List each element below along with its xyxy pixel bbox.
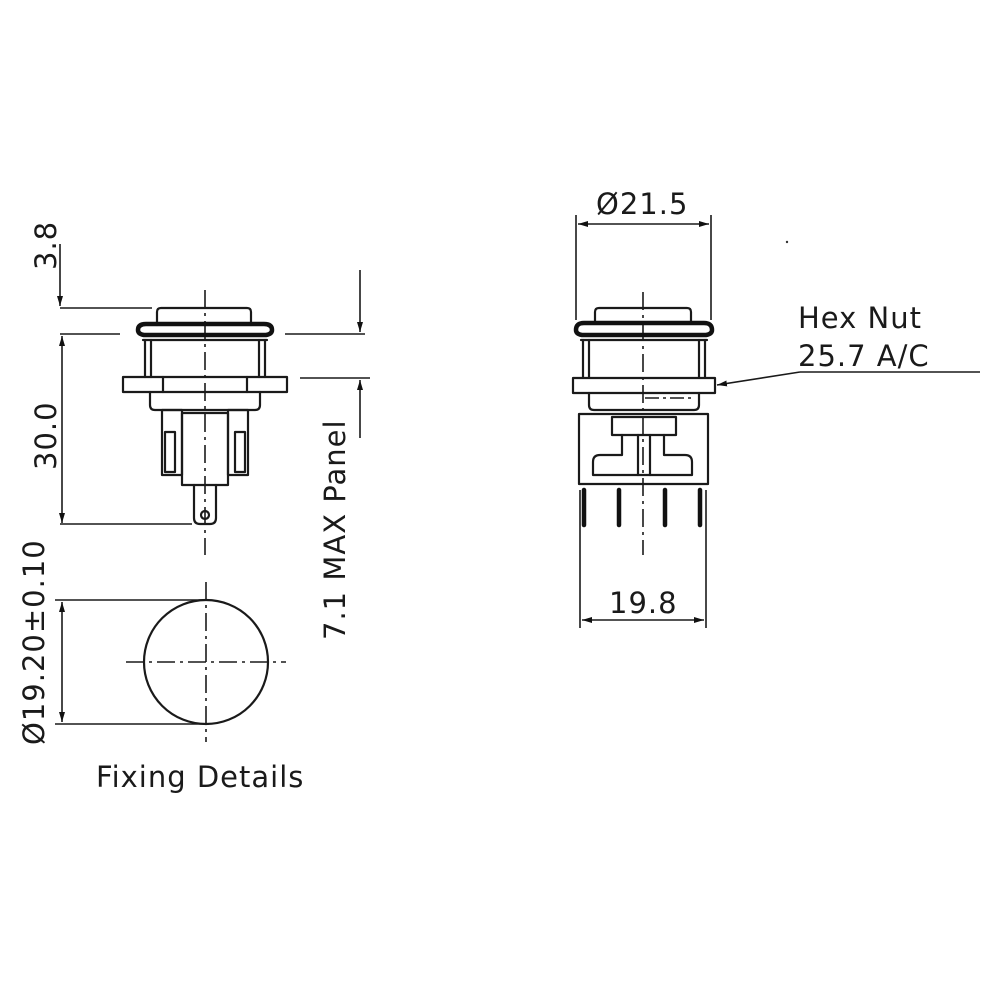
hex-nut-label: Hex Nut (798, 301, 922, 335)
dim-label-hole-diameter: Ø19.20±0.10 (17, 539, 51, 745)
dim-label-30-0: 30.0 (29, 401, 63, 470)
dim-label-panel: 7.1 MAX Panel (318, 419, 352, 640)
hex-nut-size-label: 25.7 A/C (798, 339, 930, 373)
fixing-details-caption: Fixing Details (96, 760, 304, 794)
dim-label-body-width: 19.8 (609, 586, 678, 620)
fixing-details-view (55, 582, 286, 742)
left-side-view (57, 244, 370, 555)
right-side-view (571, 215, 980, 628)
dim-label-3-8: 3.8 (29, 221, 63, 270)
dim-label-bezel-diameter: Ø21.5 (596, 187, 688, 221)
